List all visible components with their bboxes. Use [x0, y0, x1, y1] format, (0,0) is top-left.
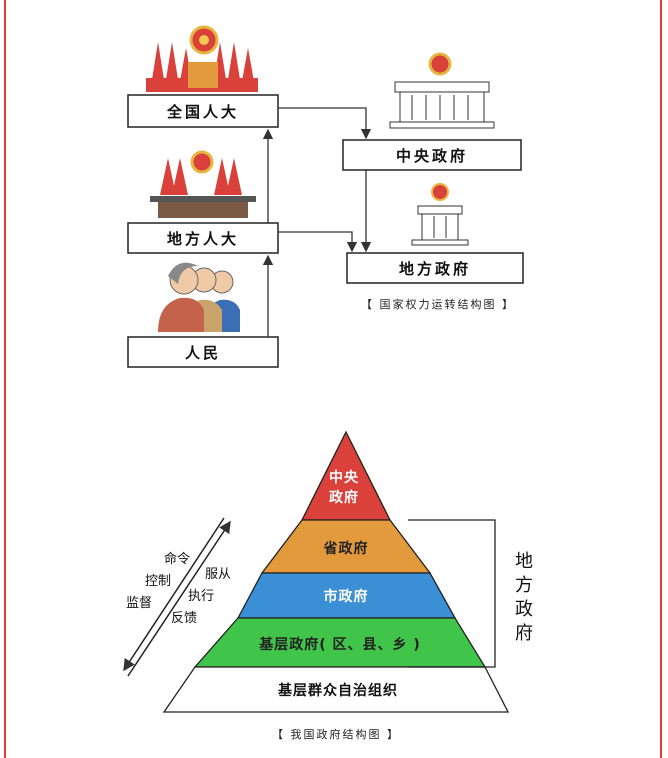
central-gov-label: 中央政府: [396, 147, 468, 165]
label-control: 控制: [145, 574, 171, 589]
local-label-2: 方: [515, 575, 533, 596]
local-npc-illustration: [150, 150, 256, 218]
province-label: 省政府: [323, 540, 369, 557]
command-feedback-arrows: [123, 517, 231, 677]
local-gov-label: 地方政府: [399, 260, 471, 278]
label-feedback: 反馈: [171, 611, 197, 626]
npc-label: 全国人大: [166, 103, 239, 121]
government-pyramid: [162, 430, 510, 713]
flow-arrows: [262, 107, 372, 337]
local-gov-box: 地方政府: [346, 252, 524, 284]
label-supervise: 监督: [126, 596, 152, 611]
pyramid-caption: 【 我国政府结构图 】: [272, 727, 400, 741]
central-gov-box: 中央政府: [342, 139, 522, 171]
label-command: 命令: [164, 551, 190, 567]
npc-flags-illustration: [146, 25, 258, 92]
label-obey: 服从: [205, 567, 231, 582]
local-gov-bracket: [408, 519, 496, 668]
people-label: 人民: [185, 344, 221, 362]
grassroots-gov-label: 基层政府( 区、县、乡 ): [259, 636, 421, 653]
central-line2: 政府: [329, 489, 359, 506]
local-npc-box: 地方人大: [127, 222, 279, 254]
self-governance-label: 基层群众自治组织: [278, 682, 398, 699]
local-label-3: 政: [515, 599, 533, 620]
local-npc-label: 地方人大: [167, 230, 239, 248]
local-gov-illustration: [411, 183, 469, 246]
page-frame: [4, 0, 662, 758]
label-execute: 执行: [188, 589, 214, 604]
city-label: 市政府: [324, 588, 369, 605]
people-box: 人民: [127, 336, 279, 368]
central-gov-illustration: [389, 52, 495, 129]
npc-box: 全国人大: [127, 94, 279, 128]
local-label-1: 地: [515, 551, 533, 572]
local-label-4: 府: [515, 623, 533, 644]
central-line1: 中央: [329, 469, 359, 486]
people-illustration: [158, 262, 240, 332]
top-caption: 【 国家权力运转结构图 】: [361, 297, 515, 311]
pyramid-level-self-governance: [162, 666, 510, 713]
